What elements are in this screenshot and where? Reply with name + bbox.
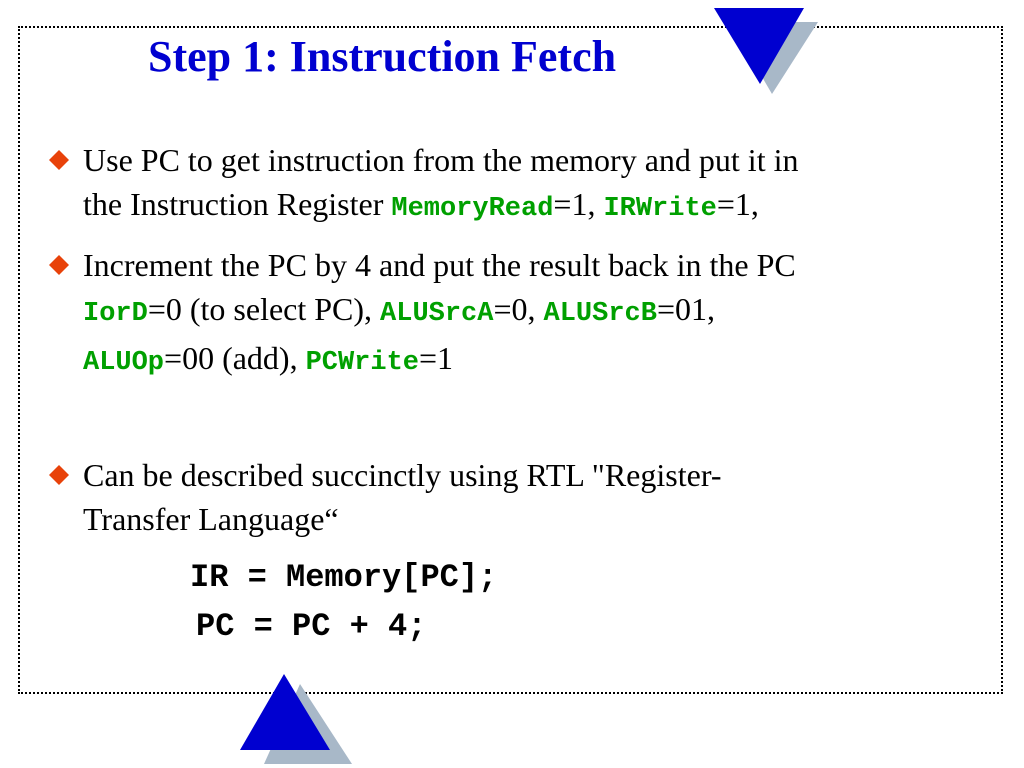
diamond-bullet-icon — [49, 255, 69, 275]
keyword-pcwrite: PCWrite — [305, 348, 419, 378]
rtl-code-line-1: IR = Memory[PC]; — [190, 559, 498, 596]
keyword-irwrite: IRWrite — [603, 194, 717, 224]
slide-title: Step 1: Instruction Fetch — [148, 32, 617, 81]
down-triangle — [714, 8, 804, 84]
bullet-1-line-1: Use PC to get instruction from the memor… — [83, 142, 799, 178]
bullet-2-line-1: Increment the PC by 4 and put the result… — [83, 247, 796, 283]
bullet-2-value-5: =1 — [419, 340, 454, 376]
keyword-memoryread: MemoryRead — [391, 194, 554, 224]
bullet-text-3: Can be described succinctly using RTL "R… — [83, 453, 998, 541]
diamond-bullet-icon — [49, 150, 69, 170]
bullet-1-value-2: =1, — [716, 186, 759, 222]
bullet-3-line-1: Can be described succinctly using RTL "R… — [83, 457, 722, 493]
bullet-2-value-1: =0 (to select PC), — [147, 291, 381, 327]
bullet-2-value-2: =0, — [493, 291, 544, 327]
bullet-1-line-2-prefix: the Instruction Register — [83, 186, 392, 222]
down-triangle-icon — [714, 8, 818, 94]
bullet-2-value-4: =00 (add), — [164, 340, 306, 376]
dotted-frame — [18, 26, 1003, 694]
bullet-1-value-1: =1, — [553, 186, 604, 222]
bullet-text-1: Use PC to get instruction from the memor… — [83, 138, 998, 231]
bullet-text-2: Increment the PC by 4 and put the result… — [83, 243, 998, 385]
keyword-aluop: ALUOp — [83, 348, 165, 378]
bullet-3-line-2: Transfer Language“ — [83, 501, 339, 537]
keyword-iord: IorD — [83, 299, 148, 329]
bullet-2-value-3: =01, — [656, 291, 715, 327]
diamond-bullet-icon — [49, 465, 69, 485]
keyword-alusrcb: ALUSrcB — [543, 299, 657, 329]
up-triangle-icon — [240, 674, 352, 764]
rtl-code-line-2: PC = PC + 4; — [196, 608, 427, 645]
up-triangle — [240, 674, 330, 750]
keyword-alusrca: ALUSrcA — [380, 299, 494, 329]
